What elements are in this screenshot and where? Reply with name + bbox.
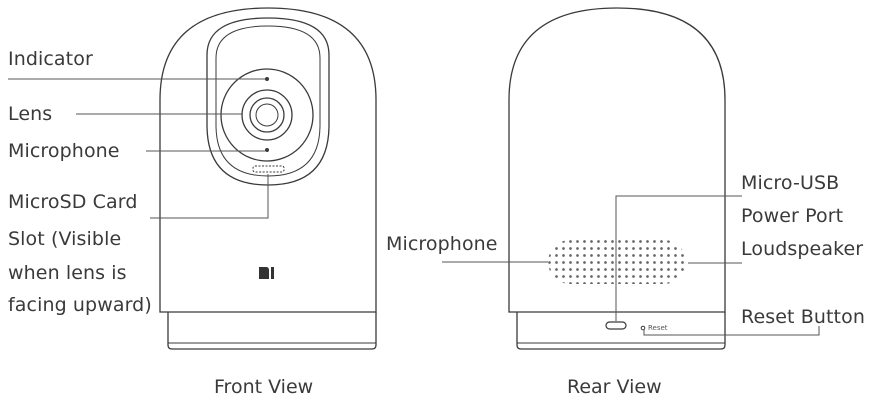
indicator-dot — [265, 77, 269, 81]
front-leader-lines — [8, 78, 269, 219]
label-loudspeaker: Loudspeaker — [741, 238, 864, 260]
lens-ring — [241, 89, 293, 141]
lens — [249, 97, 285, 133]
rear-base — [516, 312, 726, 350]
rear-leader-lines — [442, 195, 820, 336]
rear-camera — [508, 7, 726, 350]
label-indicator: Indicator — [8, 48, 93, 70]
label-microsd-line3: when lens is — [8, 262, 127, 284]
label-microsd-line2: Slot (Visible — [8, 228, 122, 250]
label-lens: Lens — [8, 103, 53, 125]
speaker-grille — [548, 240, 686, 284]
front-camera — [159, 7, 377, 350]
front-base — [167, 312, 377, 350]
usb-port — [605, 321, 627, 330]
label-front-microphone: Microphone — [8, 140, 120, 162]
label-microsd-line4: facing upward) — [8, 294, 152, 316]
label-usb-line1: Micro-USB — [741, 172, 840, 194]
label-rear-microphone: Microphone — [386, 233, 498, 255]
caption-front-view: Front View — [214, 376, 314, 398]
front-faceplate — [206, 17, 330, 186]
mi-logo — [259, 267, 274, 279]
reset-hole — [640, 325, 646, 331]
front-mic-dot — [265, 148, 269, 152]
label-usb-line2: Power Port — [741, 205, 844, 227]
label-microsd-line1: MicroSD Card — [8, 191, 138, 213]
reset-mark: Reset — [648, 324, 668, 332]
rear-body — [508, 7, 726, 313]
label-reset-button: Reset Button — [741, 306, 865, 328]
caption-rear-view: Rear View — [567, 376, 662, 398]
lens-outer-ring — [220, 68, 314, 162]
